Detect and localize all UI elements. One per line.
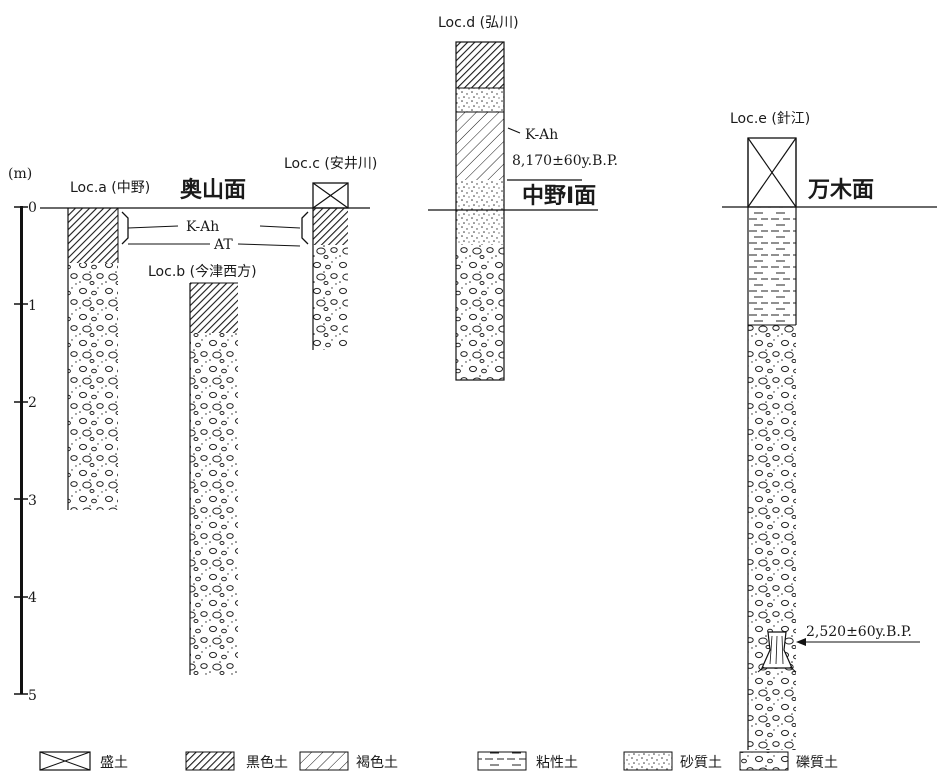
tick-label-0: 0 <box>28 200 37 216</box>
legend-label-sand: 砂質土 <box>680 755 722 771</box>
legend: 盛土 黒色土 褐色土 粘性土 砂質土 礫質土 <box>39 751 838 771</box>
scale-unit: (m) <box>8 166 32 182</box>
label-at: AT <box>213 237 233 253</box>
column-loc-d: Loc.d (弘川) <box>438 15 519 381</box>
column-loc-b: Loc.b (今津西方) <box>148 264 257 675</box>
tick-label-2: 2 <box>28 395 37 411</box>
surface-yurugi: 万木面 <box>807 178 874 203</box>
tephra-markers <box>121 127 920 646</box>
label-date-e: 2,520±60y.B.P. <box>806 624 912 640</box>
legend-item-clay: 粘性土 <box>477 751 578 771</box>
surface-nakano: 中野Ⅰ面 <box>522 184 596 209</box>
tick-label-4: 4 <box>28 590 37 606</box>
column-loc-a: Loc.a (中野) <box>67 180 150 510</box>
legend-label-black-soil: 黒色土 <box>246 754 288 771</box>
label-kah-d: K-Ah <box>525 127 558 143</box>
scale-bar <box>20 206 23 694</box>
legend-label-gravel: 礫質土 <box>796 755 838 771</box>
depth-scale: (m) 0 1 2 3 4 5 <box>8 166 37 704</box>
loc-e-label: Loc.e (針江) <box>730 111 810 127</box>
loc-a-label: Loc.a (中野) <box>70 180 150 196</box>
tick-label-1: 1 <box>28 298 37 314</box>
legend-item-gravel: 礫質土 <box>739 751 838 771</box>
scale-ticks <box>14 206 28 695</box>
label-date-d: 8,170±60y.B.P. <box>512 153 618 169</box>
loc-d-label: Loc.d (弘川) <box>438 15 519 31</box>
tick-label-3: 3 <box>28 493 37 509</box>
legend-label-fill: 盛土 <box>100 755 128 771</box>
legend-item-sand: 砂質土 <box>623 751 722 771</box>
column-loc-c: Loc.c (安井川) <box>284 156 377 350</box>
legend-label-brown-soil: 褐色土 <box>356 754 398 771</box>
legend-item-brown-soil: 褐色土 <box>299 751 398 771</box>
loc-c-label: Loc.c (安井川) <box>284 156 377 172</box>
legend-label-clay: 粘性土 <box>536 755 578 771</box>
tree-stump-icon <box>757 631 797 673</box>
tick-label-5: 5 <box>28 688 37 704</box>
legend-item-black-soil: 黒色土 <box>185 751 288 771</box>
legend-item-fill: 盛土 <box>39 751 128 771</box>
surface-okuyama: 奥山面 <box>180 177 246 203</box>
loc-b-label: Loc.b (今津西方) <box>148 264 257 280</box>
label-kah-a: K-Ah <box>186 219 219 235</box>
column-loc-e: Loc.e (針江) <box>730 111 810 750</box>
